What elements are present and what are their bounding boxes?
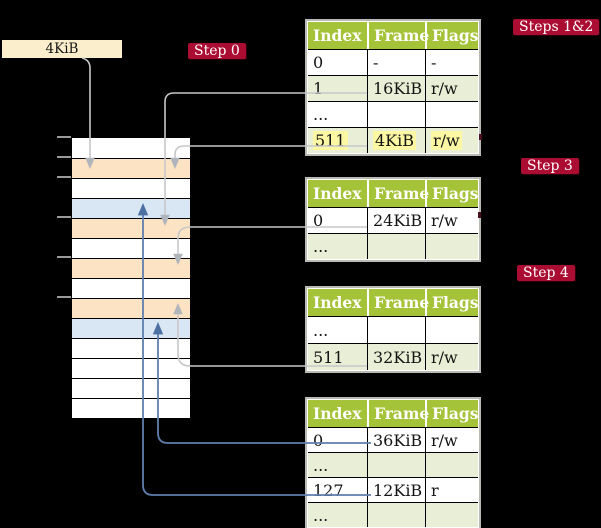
table-cell bbox=[367, 102, 425, 127]
memory-frame-row-13 bbox=[72, 398, 190, 418]
column-header-frame: Frame bbox=[367, 180, 429, 207]
table-cell: 511 bbox=[308, 128, 367, 153]
table-row: 511 4KiB r/w bbox=[308, 127, 478, 153]
table-cell: 1 bbox=[313, 79, 324, 98]
table-cell: r/w bbox=[425, 344, 478, 370]
table-cell: ... bbox=[313, 105, 329, 124]
memory-address-tick-4 bbox=[57, 256, 71, 258]
highlighted-value: r/w bbox=[431, 131, 462, 150]
table-cell: ... bbox=[313, 237, 329, 256]
column-header-flags: Flags bbox=[425, 22, 479, 49]
memory-address-tick-2 bbox=[57, 176, 71, 178]
table-cell: 24KiB bbox=[367, 208, 425, 233]
table-row: ... bbox=[308, 502, 478, 527]
table-row: ... bbox=[308, 316, 478, 343]
column-header-frame: Frame bbox=[367, 22, 429, 49]
table-cell: ... bbox=[313, 320, 329, 340]
memory-frame-row-1 bbox=[72, 158, 190, 178]
memory-frame-row-7 bbox=[72, 278, 190, 298]
step-badge-steps-1-2: Steps 1&2 bbox=[513, 19, 600, 35]
memory-frame-row-10 bbox=[72, 338, 190, 358]
memory-frame-row-2 bbox=[72, 178, 190, 198]
memory-address-tick-1 bbox=[57, 156, 71, 158]
highlighted-value: 4KiB bbox=[373, 131, 417, 150]
table-cell: - bbox=[425, 50, 478, 75]
column-header-index: Index bbox=[313, 293, 362, 312]
table-cell bbox=[425, 234, 478, 259]
step-badge-step-3: Step 3 bbox=[521, 158, 579, 174]
table-cell bbox=[425, 453, 478, 477]
table-cell: r/w bbox=[425, 76, 478, 101]
table-cell: 0 bbox=[313, 430, 324, 450]
table-row: 0 -- bbox=[308, 49, 478, 75]
table-cell: 0 bbox=[313, 211, 324, 230]
memory-frame-row-4 bbox=[72, 218, 190, 238]
table-cell: 127 bbox=[313, 480, 344, 500]
table-cell: ... bbox=[313, 505, 329, 525]
table-cell: r/w bbox=[425, 128, 478, 153]
column-header-flags: Flags bbox=[425, 400, 479, 427]
table-row: ... bbox=[308, 233, 478, 259]
table-cell: 32KiB bbox=[367, 344, 425, 370]
column-header-frame: Frame bbox=[367, 400, 429, 427]
table-cell: 12KiB bbox=[367, 478, 425, 502]
table-cell: r bbox=[425, 478, 478, 502]
memory-frame-row-5 bbox=[72, 238, 190, 258]
step-badge-step-4: Step 4 bbox=[517, 265, 575, 281]
table-row: ... bbox=[308, 452, 478, 477]
memory-frame-row-11 bbox=[72, 358, 190, 378]
memory-frame-row-6 bbox=[72, 258, 190, 278]
table-cell: - bbox=[367, 50, 425, 75]
column-header-index: Index bbox=[313, 26, 362, 45]
leader-stub-0 bbox=[479, 134, 482, 140]
column-header-index: Index bbox=[313, 404, 362, 423]
table-cell: 16KiB bbox=[367, 76, 425, 101]
memory-frame-row-8 bbox=[72, 298, 190, 318]
table-cell bbox=[367, 234, 425, 259]
table-cell bbox=[367, 503, 425, 527]
memory-address-tick-3 bbox=[57, 216, 71, 218]
table-cell: 36KiB bbox=[367, 428, 425, 452]
column-header-flags: Flags bbox=[425, 180, 479, 207]
column-header-frame: Frame bbox=[367, 289, 429, 316]
memory-frame-row-9 bbox=[72, 318, 190, 338]
table-cell: 511 bbox=[313, 347, 344, 367]
highlighted-value: 511 bbox=[313, 131, 348, 150]
table-cell: 4KiB bbox=[367, 128, 425, 153]
step-badge-step-0: Step 0 bbox=[188, 43, 246, 59]
physical-memory-column bbox=[71, 137, 191, 419]
memory-address-tick-0 bbox=[57, 136, 71, 138]
table-cell bbox=[367, 453, 425, 477]
table-cell bbox=[425, 317, 478, 343]
column-header-index: Index bbox=[313, 184, 362, 203]
frame-size-label: 4KiB bbox=[2, 40, 122, 58]
table-cell bbox=[425, 102, 478, 127]
column-header-flags: Flags bbox=[425, 289, 479, 316]
table-cell: 0 bbox=[313, 53, 324, 72]
table-cell: r/w bbox=[425, 208, 478, 233]
memory-frame-row-12 bbox=[72, 378, 190, 398]
table-cell: ... bbox=[313, 455, 329, 475]
table-cell bbox=[425, 503, 478, 527]
leader-stub-1 bbox=[478, 212, 481, 218]
memory-address-tick-5 bbox=[57, 296, 71, 298]
memory-frame-row-0 bbox=[72, 138, 190, 158]
table-row: ... bbox=[308, 101, 478, 127]
table-cell bbox=[367, 317, 425, 343]
memory-frame-row-3 bbox=[72, 198, 190, 218]
table-cell: r/w bbox=[425, 428, 478, 452]
